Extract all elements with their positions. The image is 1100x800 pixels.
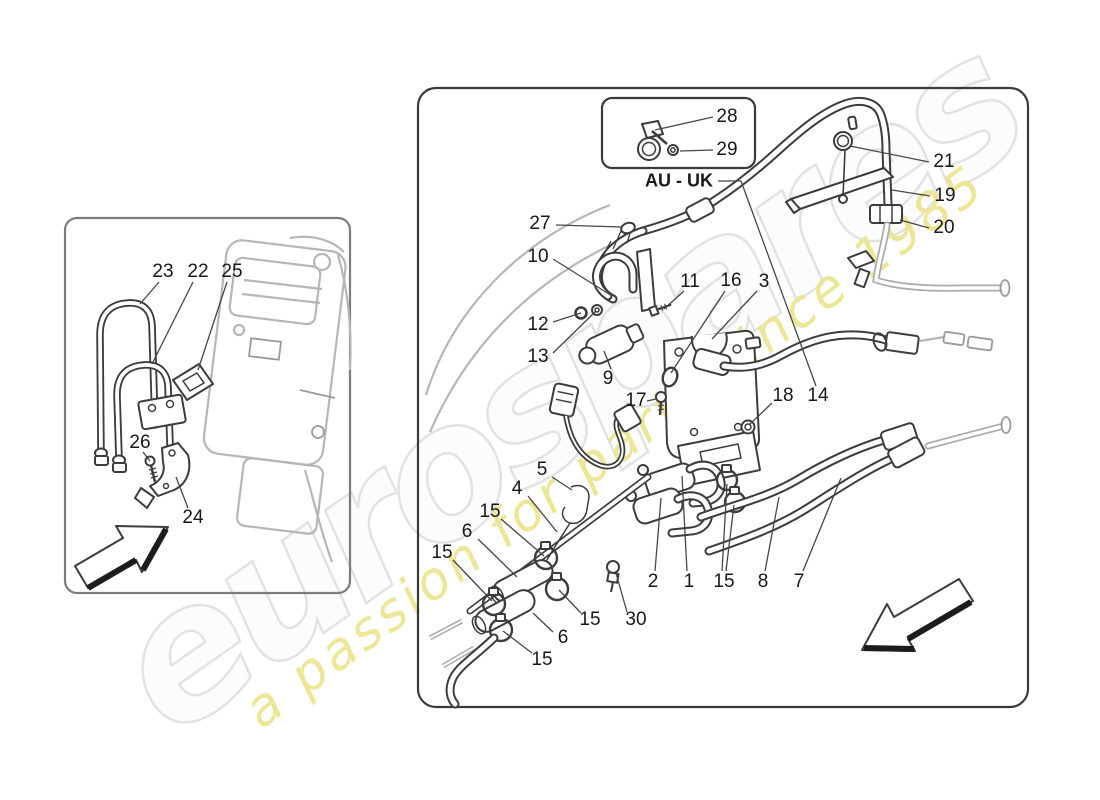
support-bracket-21 — [785, 115, 894, 289]
leader-line — [197, 281, 228, 371]
hose-7 — [704, 416, 1012, 556]
leader-line — [654, 497, 662, 572]
leader-line — [899, 219, 930, 229]
leader-line — [151, 281, 194, 365]
left-panel-leader-lines — [139, 281, 228, 509]
screw-26 — [144, 455, 159, 483]
valves-1-2 — [625, 460, 726, 538]
elbow-pipe-10 — [591, 248, 656, 312]
leader-line — [740, 180, 817, 387]
leader-line — [552, 312, 582, 323]
variant-inset-box — [600, 96, 757, 170]
heater-pipe-23 — [94, 299, 159, 466]
leader-line — [615, 572, 628, 613]
leader-line — [532, 612, 554, 633]
main-panel — [416, 86, 1030, 709]
leader-line — [142, 451, 151, 462]
leader-line — [558, 589, 582, 614]
leader-line — [764, 496, 780, 572]
leader-line — [749, 402, 773, 425]
hose-14 — [692, 330, 994, 376]
main-panel-frame — [416, 86, 1030, 709]
leader-line — [452, 559, 493, 602]
heater-pipe-22 — [112, 361, 175, 476]
leader-line — [646, 398, 657, 402]
leader-line — [500, 518, 545, 557]
bracket-25 — [172, 363, 214, 401]
leader-line — [670, 290, 726, 374]
main-panel-leader-lines — [452, 116, 931, 654]
leader-line — [891, 189, 931, 197]
nut-18 — [740, 419, 756, 435]
heater-hose-19 — [638, 97, 893, 236]
heater-unit-faint-art — [202, 235, 352, 563]
leader-line — [681, 475, 688, 572]
bracket-24 — [134, 442, 191, 509]
direction-arrow-left-panel — [74, 525, 169, 591]
leader-line — [139, 281, 160, 305]
left-panel — [63, 216, 352, 595]
leader-line — [551, 476, 573, 491]
strap-bracket-5-4 — [546, 484, 590, 561]
pipe-block — [137, 393, 187, 431]
leader-line — [721, 483, 728, 572]
left-panel-frame — [63, 216, 352, 595]
leader-line — [725, 504, 735, 572]
sleeves-6 — [471, 559, 554, 635]
leader-line — [555, 224, 623, 228]
bolt-17 — [655, 391, 667, 416]
direction-arrow-main-panel — [861, 578, 974, 652]
leader-line — [527, 495, 558, 533]
leader-line — [552, 258, 613, 297]
leader-line — [663, 290, 685, 310]
sensor-30 — [606, 560, 620, 593]
leader-line — [711, 290, 758, 340]
leader-line — [502, 630, 533, 654]
leader-line — [552, 311, 596, 354]
wiring-harness — [548, 382, 642, 470]
hose-fitting-20 — [869, 204, 1011, 297]
hose-clamps-15-left — [481, 541, 570, 643]
leader-line — [802, 477, 842, 572]
leader-line — [849, 145, 930, 163]
lower-left-pipes-faint — [428, 618, 499, 709]
leader-line — [477, 538, 518, 578]
washers-12-13 — [574, 304, 603, 320]
grommet-16 — [661, 366, 679, 388]
leader-line — [603, 350, 612, 370]
valve-9 — [578, 323, 645, 365]
body-faint-art — [424, 203, 641, 433]
leader-line — [679, 149, 714, 152]
leader-line — [175, 476, 189, 509]
leader-line — [654, 116, 714, 131]
variant-region-label: AU - UK — [645, 170, 713, 191]
